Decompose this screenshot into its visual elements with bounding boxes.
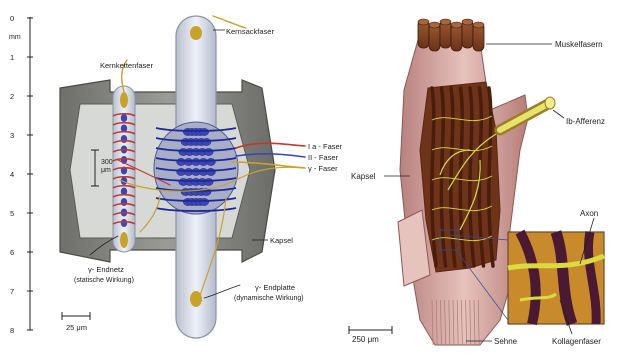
bag-nucleus [204, 178, 213, 185]
ruler-unit: mm [9, 34, 21, 41]
ruler-tick-label: 1 [10, 53, 14, 62]
muscle-fiber-end [462, 19, 473, 25]
ruler-tick-label: 7 [10, 287, 14, 296]
label-endnetz: γ- Endnetz [88, 265, 124, 274]
ruler-tick-label: 5 [10, 209, 14, 218]
bag-nucleus [202, 138, 211, 145]
ruler-tick-label: 0 [10, 14, 14, 23]
bag-nucleus [204, 148, 213, 155]
label-endplatte-sub: (dynamische Wirkung) [234, 295, 304, 302]
label-axon: Axon [580, 209, 598, 218]
label-endnetz-sub: (statische Wirkung) [74, 277, 134, 284]
bag-nucleus [206, 168, 215, 175]
label-kernkettenfaser: Kernkettenfaser [100, 61, 153, 70]
scale-bar-250um: 250 μm [349, 326, 392, 344]
muscle-fiber-end [429, 22, 440, 28]
label-ia-faser: I a - Faser [308, 142, 343, 151]
label-muskelfasern: Muskelfasern [555, 40, 603, 49]
muscle-fiber-end [451, 22, 462, 28]
mm-ruler: mm 0 1 2 3 4 5 6 7 8 [9, 14, 33, 335]
bag-nucleus [200, 198, 209, 205]
label-kernsackfaser: Kernsackfaser [226, 27, 274, 36]
label-kollagenfaser: Kollagenfaser [552, 337, 601, 346]
scale-bar-label-right: 250 μm [352, 335, 379, 344]
bag-nucleus [206, 158, 215, 165]
label-gamma-faser: γ - Faser [308, 164, 338, 173]
label-ib-afferenz: Ib-Afferenz [566, 117, 605, 126]
ruler-tick-label: 4 [10, 170, 14, 179]
muscle-fiber-end [418, 19, 429, 25]
inner-scale-unit: μm [101, 167, 111, 174]
label-kapsel-left: Kapsel [270, 236, 293, 245]
chain-nucleus [121, 198, 127, 206]
chain-nucleus [121, 219, 127, 227]
scale-bar-25um: 25 μm [62, 312, 90, 332]
ruler-tick-label: 6 [10, 248, 14, 257]
ruler-tick-label: 8 [10, 326, 14, 335]
inner-scale-value: 300 [101, 159, 113, 166]
muscle-spindle-panel: mm 0 1 2 3 4 5 6 7 8 [9, 14, 343, 338]
ruler-tick-label: 2 [10, 92, 14, 101]
label-sehne: Sehne [494, 337, 518, 346]
chain-nucleus [121, 114, 127, 122]
golgi-tendon-organ-panel: Muskelfasern Ib-Afferenz Kapsel Axon Seh… [349, 19, 605, 346]
chain-nucleus [121, 135, 127, 143]
muscle-fiber-end [473, 22, 484, 28]
scale-bar-label: 25 μm [66, 323, 87, 332]
label-ii-faser: II - Faser [308, 153, 339, 162]
inset-axon-collagen [508, 232, 604, 324]
muscle-fiber-stubs [418, 19, 484, 51]
bag-nucleus [200, 128, 209, 135]
nuclear-chain-fiber [113, 86, 135, 252]
label-kapsel-right: Kapsel [351, 172, 376, 181]
nuclear-bag-fiber [154, 16, 238, 338]
muscle-fiber-end [440, 19, 451, 25]
label-endplatte: γ- Endplatte [255, 283, 295, 292]
ruler-tick-label: 3 [10, 131, 14, 140]
